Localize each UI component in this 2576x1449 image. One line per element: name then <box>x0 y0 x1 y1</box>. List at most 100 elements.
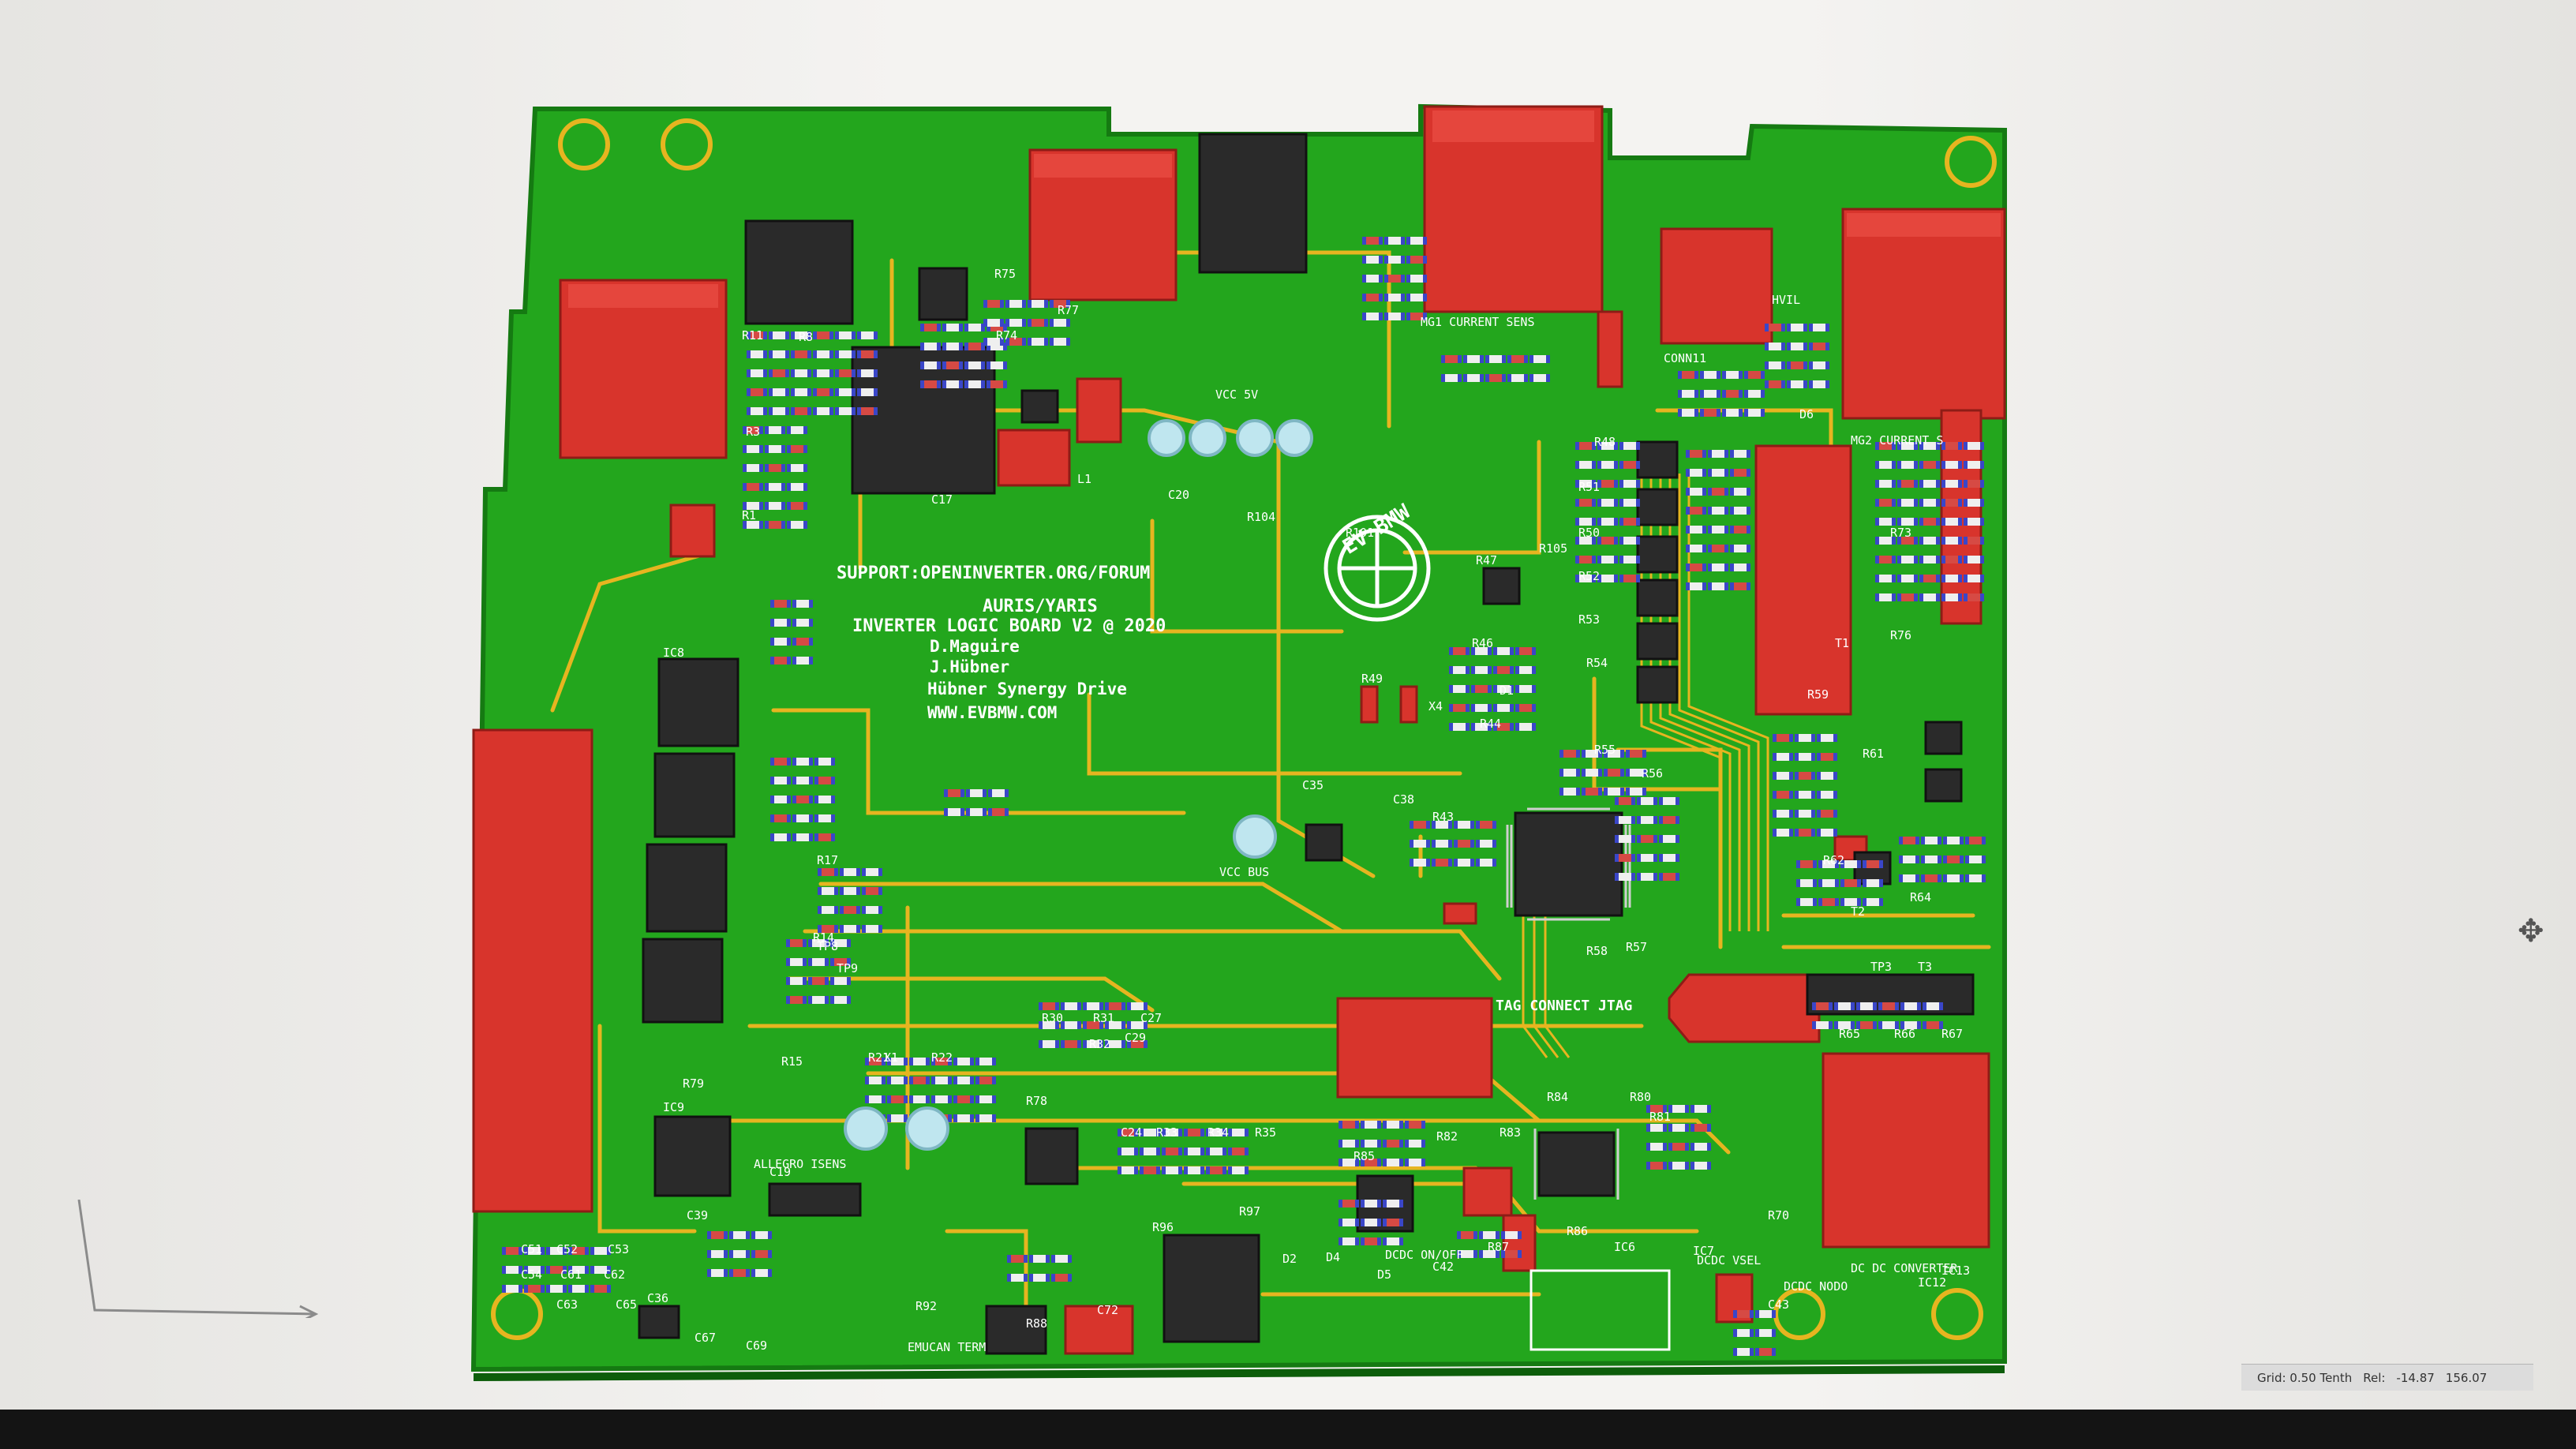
smd-part <box>743 426 763 434</box>
smd-part <box>1626 769 1646 777</box>
smd-part <box>1943 856 1964 863</box>
refdes-label: C36 <box>647 1291 668 1305</box>
smd-part <box>1795 829 1815 837</box>
smd-part <box>942 324 963 331</box>
smd-part <box>1051 1255 1072 1263</box>
smd-part <box>1834 1021 1855 1029</box>
smd-part <box>1184 1129 1204 1136</box>
refdes-label: R33 <box>1156 1125 1178 1140</box>
smd-part <box>1708 526 1728 534</box>
smd-part <box>1597 499 1618 507</box>
refdes-label: C39 <box>687 1208 708 1222</box>
smd-part <box>818 868 838 876</box>
smd-part <box>1795 734 1815 742</box>
smd-part <box>1406 275 1427 283</box>
smd-part <box>1919 518 1940 526</box>
smd-part <box>1384 237 1405 245</box>
smd-part <box>1105 1002 1125 1010</box>
smd-part <box>1582 750 1602 758</box>
refdes-label: C42 <box>1432 1260 1454 1274</box>
refdes-label: R32 <box>1089 1037 1110 1051</box>
smd-part <box>786 996 807 1004</box>
refdes-label: R79 <box>683 1076 704 1091</box>
smd-part <box>1897 442 1918 450</box>
smd-part <box>1493 723 1514 731</box>
smd-part <box>1118 1166 1138 1174</box>
refdes-label: C51 <box>521 1242 542 1256</box>
smd-part <box>975 1076 996 1084</box>
smd-part <box>1730 488 1750 496</box>
smd-part <box>818 906 838 914</box>
smd-part <box>964 380 985 388</box>
smd-part <box>1773 753 1793 761</box>
smd-part <box>1619 442 1640 450</box>
smd-part <box>1029 1274 1050 1282</box>
smd-part <box>787 464 807 472</box>
smd-part <box>770 777 791 784</box>
smd-part <box>1686 526 1706 534</box>
smd-part <box>1678 409 1698 417</box>
smd-part <box>1410 840 1430 848</box>
smd-part <box>1061 1002 1081 1010</box>
smd-part <box>983 338 1004 346</box>
dcdc-node-label: DCDC NODO <box>1784 1279 1848 1294</box>
smd-part <box>1941 499 1962 507</box>
smd-part <box>1029 1255 1050 1263</box>
smd-part <box>1471 704 1492 712</box>
smd-part <box>792 833 813 841</box>
refdes-label: C54 <box>521 1267 542 1282</box>
refdes-label: D4 <box>1326 1250 1340 1264</box>
smd-part <box>1637 797 1657 805</box>
refdes-label: R65 <box>1839 1027 1860 1041</box>
refdes-label: IC6 <box>1614 1240 1635 1254</box>
smd-part <box>590 1266 611 1274</box>
smd-part <box>830 996 851 1004</box>
smd-part <box>1604 769 1624 777</box>
smd-part <box>1796 879 1817 887</box>
refdes-label: R17 <box>817 853 838 867</box>
smd-part <box>1441 355 1462 363</box>
refdes-label: R49 <box>1361 672 1383 686</box>
refdes-label: R64 <box>1910 890 1931 904</box>
smd-part <box>1597 442 1618 450</box>
smd-part <box>1690 1105 1711 1113</box>
smd-part <box>1575 575 1596 582</box>
allegro-label: ALLEGRO ISENS <box>754 1157 846 1171</box>
smd-part <box>1690 1124 1711 1132</box>
dcdc-onoff-label: DCDC ON/OFF <box>1385 1248 1463 1262</box>
smd-part <box>1964 518 1984 526</box>
smd-part <box>944 789 964 797</box>
smd-part <box>813 388 833 396</box>
smd-part <box>1773 791 1793 799</box>
smd-part <box>818 887 838 895</box>
refdes-label: T1 <box>1835 636 1849 650</box>
smd-part <box>1441 374 1462 382</box>
smd-part <box>1140 1148 1160 1155</box>
smd-part <box>964 343 985 350</box>
smd-part <box>1646 1143 1667 1151</box>
smd-part <box>953 1076 974 1084</box>
smd-part <box>1515 647 1536 655</box>
smd-part <box>1875 593 1896 601</box>
smd-part <box>1471 647 1492 655</box>
smd-part <box>770 833 791 841</box>
refdes-label: C62 <box>604 1267 625 1282</box>
smd-part <box>1730 469 1750 477</box>
smd-part <box>966 808 987 816</box>
smd-part <box>931 1076 952 1084</box>
smd-part <box>1897 518 1918 526</box>
smd-part <box>1383 1140 1403 1148</box>
smd-part <box>1923 1002 1943 1010</box>
refdes-label: R31 <box>1093 1011 1114 1025</box>
smd-part <box>1678 390 1698 398</box>
smd-part <box>987 380 1007 388</box>
connector-highlights <box>568 110 2001 308</box>
smd-part <box>1039 1040 1059 1048</box>
smd-part <box>765 445 785 453</box>
smd-part <box>1964 556 1984 564</box>
smd-part <box>1530 355 1550 363</box>
smd-part <box>729 1250 750 1258</box>
silk-line-author1: D.Maguire <box>930 637 1020 656</box>
smd-part <box>1454 859 1474 867</box>
